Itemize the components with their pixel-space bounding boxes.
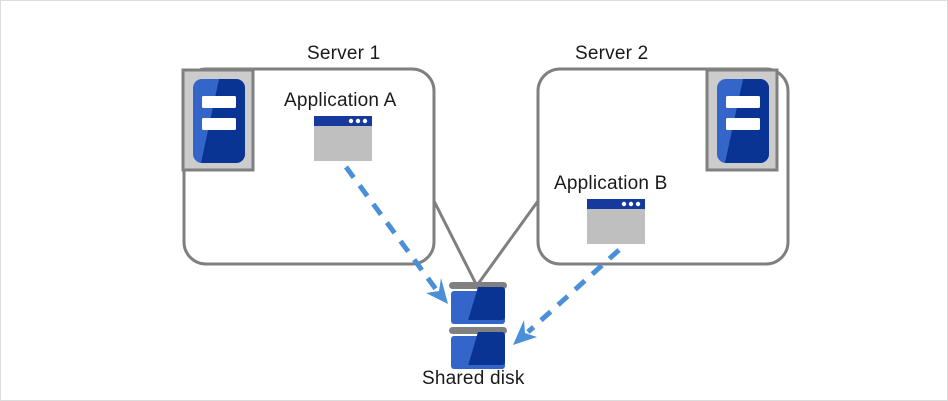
disk-stack-icon[interactable] [449,282,507,369]
application-a-access-arrow [343,165,448,304]
application-b-label: Application B [554,173,668,194]
application-window-icon [587,199,645,244]
server-icon [705,68,779,172]
server-2-label: Server 2 [575,43,649,64]
server2-to-disk-link [476,171,540,286]
application-a-label: Application A [284,90,397,111]
server1-to-disk-link [432,171,478,286]
server-icon [181,68,255,172]
server-1-label: Server 1 [307,43,381,64]
application-window-icon [314,116,372,161]
application-b-access-arrow [513,248,621,345]
shared-disk-label: Shared disk [422,368,525,389]
